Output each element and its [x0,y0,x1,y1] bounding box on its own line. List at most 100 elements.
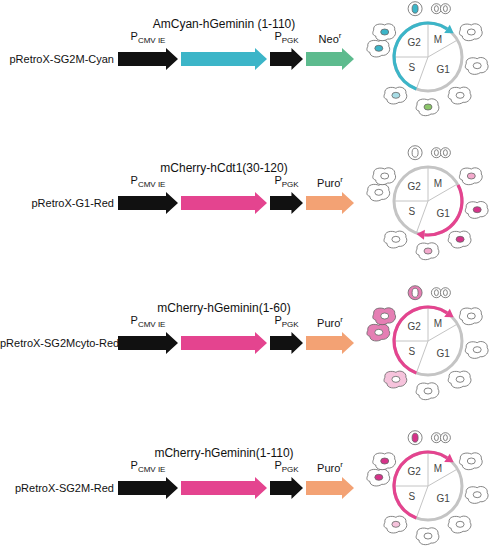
nucleus [434,6,438,12]
cell [373,308,396,325]
phase-label: M [434,179,442,189]
cell [465,342,488,359]
arrow-body [270,192,303,214]
arrow-body [181,192,267,214]
daughter-cell [431,4,441,14]
phase-divider [428,23,429,57]
nucleus [392,376,400,382]
phase-label: G2 [407,322,420,332]
element-script: r [340,175,343,184]
element-script: r [339,31,342,40]
phase-divider [416,201,428,233]
element-name: AmCyan-hGeminin (1-110) [153,17,296,31]
nucleus [456,376,464,382]
gene-element-arrow: Puror [306,477,354,499]
cell [367,324,390,341]
arrow-shape [270,332,303,354]
element-label: Puror [317,316,343,329]
phase-divider [394,201,428,202]
cell [367,184,390,201]
gene-element-arrow: PCMV IE [118,332,178,354]
element-name: P [274,30,281,42]
element-label: PPGK [274,175,298,189]
phase-label: G2 [407,467,420,477]
element-script: PGK [282,36,299,45]
arrow-shape [181,48,267,70]
nucleus [443,290,447,296]
cell [459,308,482,325]
daughter-cell [431,288,441,298]
nucleus [434,435,438,441]
nucleus [381,313,389,319]
nucleus [456,521,464,527]
arrow-shape [270,192,303,214]
element-script: CMV IE [138,465,166,474]
cycle-group [392,21,462,91]
element-name: Puro [317,177,340,189]
gene-element-arrow: PPGK [270,192,303,214]
arrow-shape [306,192,354,214]
arrow-body [181,48,267,70]
arc-arrowhead [416,230,424,240]
phase-label: G1 [436,65,449,75]
cell [448,371,471,388]
cell [373,24,396,41]
phase-label: G1 [436,349,449,359]
nucleus [392,236,400,242]
daughter-cell [431,433,441,443]
phase-label: G1 [436,494,449,504]
phase-divider [394,341,428,342]
nucleus [412,4,418,13]
nucleus [424,248,432,254]
phase-label: M [434,319,442,329]
arc-arrowhead [444,25,453,34]
arrow-body [306,192,354,214]
nucleus [381,29,389,35]
gene-element-arrow: mCherry-hCdt1(30-120) [181,192,267,214]
cycle-group [392,305,462,375]
cell [373,453,396,470]
phase-label: S [409,207,416,217]
arrow-body [270,332,303,354]
phase-divider [428,324,457,341]
element-label: PPGK [274,315,298,329]
element-label: mCherry-hGeminin(1-110) [154,447,293,459]
cell-ring [367,286,488,400]
gene-element-arrow: Neor [306,48,354,70]
arrow-body [118,48,178,70]
cell [384,516,407,533]
element-label: Puror [317,461,343,474]
element-label: PCMV IE [131,175,166,189]
arrow-shape [270,48,303,70]
gene-element-arrow: mCherry-hGeminin(1-60) [181,332,267,354]
gene-element-arrow: PCMV IE [118,477,178,499]
cell-cycle-circle: MG2SG1 [394,23,462,91]
element-name: P [131,459,138,471]
element-label: PCMV IE [131,460,166,474]
arrow-shape [118,332,178,354]
gene-element-arrow: PPGK [270,477,303,499]
nucleus [473,492,481,498]
element-name: Neo [319,33,339,45]
arrow-body [181,332,267,354]
element-name: mCherry-hGeminin(1-60) [157,301,290,315]
nucleus [381,173,389,179]
cell-ring [367,431,488,545]
phase-label: G2 [407,38,420,48]
nucleus [424,388,432,394]
reporter-arc [392,450,448,519]
arrow-shape [306,477,354,499]
nucleus [412,433,418,442]
nucleus [381,458,389,464]
element-script: CMV IE [138,320,166,329]
phase-divider [394,486,428,487]
nucleus [412,288,418,297]
phase-label: G2 [407,182,420,192]
gene-element-arrow: PPGK [270,48,303,70]
gene-element-arrow: PPGK [270,332,303,354]
element-script: PGK [282,180,299,189]
gene-element-arrow: Puror [306,332,354,354]
nucleus [424,104,432,110]
nucleus [375,45,383,51]
nucleus [434,290,438,296]
